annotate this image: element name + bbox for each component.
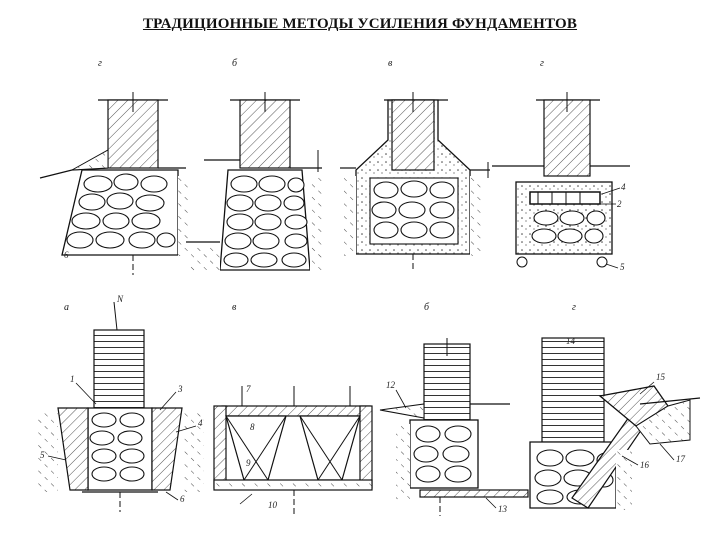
strut-left xyxy=(225,415,287,481)
panel-bottom-4: г 14 15 16 17 xyxy=(529,302,701,510)
callout: 9 xyxy=(246,458,251,468)
callout: 4 xyxy=(621,182,626,192)
panel-top-2: б xyxy=(186,58,322,272)
right-jacket xyxy=(151,407,183,491)
stones xyxy=(531,210,606,244)
callout: 13 xyxy=(498,504,508,514)
callout: 10 xyxy=(268,500,278,510)
right-post xyxy=(359,405,373,489)
callout: 6 xyxy=(180,494,185,504)
callout: 3 xyxy=(177,384,183,394)
panel-letter: а xyxy=(64,302,69,313)
callout: 7 xyxy=(246,384,251,394)
stones xyxy=(89,412,145,482)
page-title: ТРАДИЦИОННЫЕ МЕТОДЫ УСИЛЕНИЯ ФУНДАМЕНТОВ xyxy=(142,16,578,32)
callout: 17 xyxy=(676,454,686,464)
panel-top-3: в xyxy=(340,58,490,272)
panel-letter: в xyxy=(388,58,393,69)
left-jacket xyxy=(57,407,89,491)
panel-bottom-3: б 12 13 xyxy=(379,302,529,516)
panel-letter: г xyxy=(572,302,576,313)
callout: 1 xyxy=(70,374,75,384)
panel-letter: б xyxy=(232,58,238,69)
callout: 12 xyxy=(386,380,396,390)
left-post xyxy=(213,405,227,489)
callout: 5 xyxy=(40,450,45,460)
needle-beam xyxy=(419,489,529,498)
stones xyxy=(223,175,308,268)
callout: 5 xyxy=(620,262,625,272)
callout: 15 xyxy=(656,372,666,382)
panel-bottom-2: в 7 8 9 10 xyxy=(213,302,373,514)
panel-letter: г xyxy=(540,58,544,69)
callout: 4 xyxy=(198,418,203,428)
panel-top-4: г 4 2 5 xyxy=(492,58,630,272)
beam xyxy=(529,191,601,205)
callout: N xyxy=(116,294,124,304)
wall xyxy=(543,99,591,177)
strut-right xyxy=(299,415,361,481)
callout: 16 xyxy=(640,460,650,470)
callout: 14 xyxy=(566,336,576,346)
callout: 8 xyxy=(250,422,255,432)
panel-letter: г xyxy=(98,58,102,69)
stones xyxy=(66,173,176,249)
callout: 2 xyxy=(617,199,622,209)
stones xyxy=(413,425,472,483)
top-beam xyxy=(221,405,371,417)
panel-letter: в xyxy=(232,302,237,313)
stones xyxy=(371,180,455,239)
base-slab xyxy=(213,479,373,491)
wall xyxy=(541,337,605,443)
callout: 6 xyxy=(64,250,69,260)
panel-top-1: г 6 xyxy=(39,58,188,275)
wall xyxy=(93,329,145,409)
panel-letter: б xyxy=(424,302,430,313)
panel-bottom-1: а N 1 3 4 5 6 xyxy=(36,294,204,512)
